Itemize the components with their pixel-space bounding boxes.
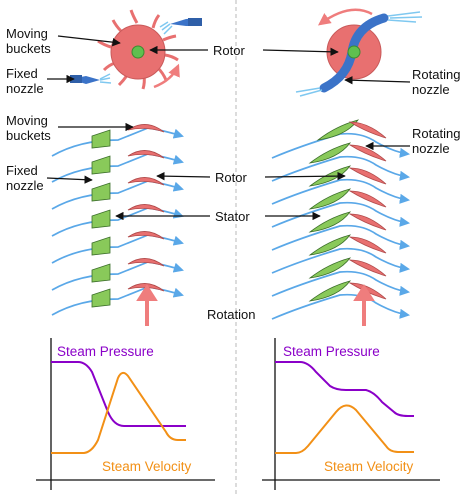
fixed-nozzle-blade	[91, 182, 111, 202]
label-fixed-nozzle-mid: Fixed nozzle	[6, 163, 44, 193]
impulse-stage-cascade	[51, 124, 184, 316]
moving-bucket-blade	[127, 150, 165, 159]
flow-line	[51, 153, 184, 183]
plot-right	[262, 338, 440, 490]
flow-line	[51, 234, 184, 264]
rotor-blade	[348, 259, 387, 277]
label-rotor-mid: Rotor	[215, 170, 247, 185]
flow-line	[271, 247, 411, 274]
flow-line	[271, 293, 411, 320]
stator-blade	[308, 234, 352, 256]
stator-blade	[308, 280, 352, 302]
label-moving-buckets-top: Moving buckets	[6, 26, 51, 56]
fixed-nozzle-blade	[91, 236, 111, 256]
stator-blade	[308, 188, 352, 210]
label-steam-pressure-left: Steam Pressure	[57, 344, 154, 359]
fixed-nozzle-blade	[91, 209, 111, 229]
label-rotor-top: Rotor	[213, 43, 245, 58]
reaction-stage-cascade	[271, 119, 411, 320]
label-steam-velocity-left: Steam Velocity	[102, 459, 192, 474]
label-rotating-nozzle-top: Rotating nozzle	[412, 67, 461, 97]
flow-line	[51, 286, 184, 316]
rotation-arrow-right	[353, 284, 375, 326]
label-steam-pressure-right: Steam Pressure	[283, 344, 380, 359]
flow-line	[271, 178, 411, 205]
moving-bucket-blade	[127, 124, 165, 133]
label-stator: Stator	[215, 209, 250, 224]
moving-bucket-blade	[127, 231, 165, 240]
pressure-curve-left	[51, 361, 186, 427]
flow-line	[271, 270, 411, 297]
flow-line	[51, 127, 184, 157]
velocity-curve-left	[51, 372, 186, 454]
flow-line	[51, 261, 184, 291]
flow-line	[51, 207, 184, 237]
rotor-blade	[348, 236, 387, 254]
plot-left	[36, 338, 215, 490]
rotor-blade	[348, 213, 387, 231]
label-fixed-nozzle-top: Fixed nozzle	[6, 66, 44, 96]
flow-line	[51, 180, 184, 210]
stator-blade	[308, 257, 352, 279]
flow-line	[271, 132, 411, 159]
flow-line	[271, 155, 411, 182]
label-rotating-nozzle-mid: Rotating nozzle	[412, 126, 461, 156]
impulse-wheel-icon	[70, 9, 202, 90]
flow-line	[271, 224, 411, 251]
fixed-nozzle-blade	[91, 129, 111, 149]
rotation-arrow-left	[136, 284, 158, 326]
stator-blade	[308, 211, 352, 233]
moving-bucket-blade	[127, 177, 165, 186]
label-moving-buckets-mid: Moving buckets	[6, 113, 51, 143]
moving-bucket-blade	[127, 258, 165, 267]
rotor-blade	[348, 144, 387, 162]
reaction-wheel-icon	[295, 8, 423, 97]
fixed-nozzle-blade	[91, 288, 111, 308]
velocity-curve-right	[275, 404, 414, 454]
label-steam-velocity-right: Steam Velocity	[324, 459, 414, 474]
fixed-nozzle-blade	[91, 263, 111, 283]
stator-blade	[308, 142, 352, 164]
pressure-curve-right	[275, 361, 414, 417]
rotor-blade	[348, 121, 387, 139]
label-rotation: Rotation	[207, 307, 256, 322]
fixed-nozzle-blade	[91, 155, 111, 175]
moving-bucket-blade	[127, 204, 165, 213]
rotor-blade	[348, 190, 387, 208]
rotor-blade	[348, 167, 387, 185]
stator-blade	[316, 119, 360, 141]
